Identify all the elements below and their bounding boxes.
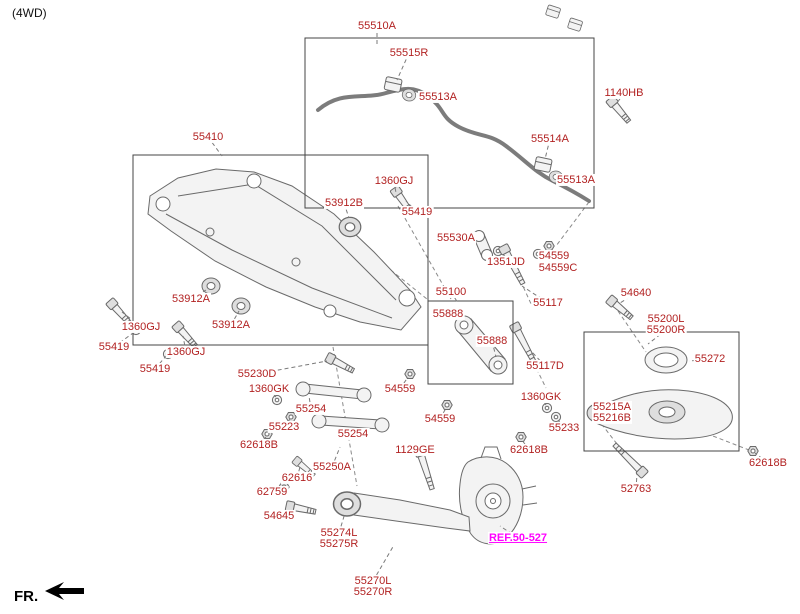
part-number-label[interactable]: 55233 bbox=[547, 421, 581, 435]
part-group-box bbox=[427, 300, 514, 385]
part-number-label[interactable]: 1360GK bbox=[519, 390, 563, 404]
part-number-label[interactable]: 62616 bbox=[280, 471, 314, 485]
part-number-label[interactable]: 62618B bbox=[748, 456, 788, 470]
part-number-label[interactable]: 1360GJ bbox=[120, 320, 162, 334]
part-number-label[interactable]: 54559 bbox=[383, 382, 417, 396]
part-number-label[interactable]: 55510A bbox=[357, 19, 397, 33]
part-number-label[interactable]: 55513A bbox=[556, 173, 596, 187]
fr-label: FR. bbox=[14, 588, 39, 605]
part-number-label[interactable]: 53912A bbox=[211, 318, 251, 332]
part-number-label[interactable]: 53912A bbox=[171, 292, 211, 306]
part-group-box bbox=[304, 37, 595, 209]
part-number-label[interactable]: 55410 bbox=[191, 130, 225, 144]
stabilizer-bar-art bbox=[316, 4, 591, 203]
leader-line bbox=[256, 360, 328, 375]
part-number-label[interactable]: 55513A bbox=[418, 90, 458, 104]
part-number-label[interactable]: 55272 bbox=[693, 352, 727, 366]
part-number-label[interactable]: 54640 bbox=[619, 286, 653, 300]
part-number-label[interactable]: 55515R bbox=[388, 46, 430, 60]
part-number-label[interactable]: 55254 bbox=[294, 402, 328, 416]
part-number-label[interactable]: 1140HB bbox=[603, 86, 645, 100]
upper-arm-rear-art bbox=[311, 413, 390, 433]
part-number-label[interactable]: 55250A bbox=[312, 460, 352, 474]
part-number-label[interactable]: 55200L bbox=[646, 312, 686, 326]
part-number-label[interactable]: 55530A bbox=[436, 231, 476, 245]
part-number-label[interactable]: 55419 bbox=[97, 340, 131, 354]
part-number-label[interactable]: 53912B bbox=[324, 196, 364, 210]
part-number-label[interactable]: 55270L bbox=[353, 574, 393, 588]
part-number-label[interactable]: 52763 bbox=[619, 482, 653, 496]
part-number-label[interactable]: 54645 bbox=[262, 509, 296, 523]
subframe-art bbox=[147, 168, 422, 331]
part-number-label[interactable]: 55275R bbox=[318, 537, 360, 551]
part-number-label[interactable]: 55216B bbox=[592, 411, 632, 425]
leader-line bbox=[396, 52, 410, 81]
fr-arrow-icon bbox=[45, 582, 84, 600]
leader-line bbox=[521, 285, 549, 304]
spring-pad-art bbox=[644, 346, 688, 374]
part-number-label[interactable]: 55888 bbox=[431, 307, 465, 321]
part-number-label[interactable]: 55100 bbox=[434, 285, 468, 299]
part-number-label[interactable]: 55117D bbox=[525, 359, 565, 373]
part-number-label[interactable]: 1360GJ bbox=[165, 345, 207, 359]
part-number-label[interactable]: 55223 bbox=[267, 420, 301, 434]
part-number-label[interactable]: 1129GE bbox=[394, 443, 436, 457]
part-number-label[interactable]: 55888 bbox=[475, 334, 509, 348]
part-number-label[interactable]: 55117 bbox=[532, 296, 564, 310]
part-number-label[interactable]: 55274L bbox=[319, 526, 359, 540]
fr-indicator: FR. bbox=[12, 580, 84, 608]
part-number-label[interactable]: 55419 bbox=[400, 205, 434, 219]
part-number-label[interactable]: 1360GJ bbox=[373, 174, 415, 188]
part-number-label[interactable]: 55215A bbox=[592, 400, 632, 414]
part-number-label[interactable]: 55270R bbox=[352, 585, 394, 599]
part-number-label[interactable]: 62759 bbox=[255, 485, 289, 499]
drivetrain-variant-label: (4WD) bbox=[12, 6, 47, 20]
part-group-box bbox=[132, 154, 429, 346]
part-number-label[interactable]: 55230D bbox=[236, 367, 278, 381]
part-number-label[interactable]: 1360GK bbox=[247, 382, 291, 396]
part-number-label[interactable]: 54559C bbox=[537, 261, 579, 275]
part-number-label[interactable]: 55514A bbox=[530, 132, 570, 146]
part-number-label[interactable]: 62618B bbox=[509, 443, 549, 457]
upper-arm-front-art bbox=[295, 381, 372, 403]
part-number-label[interactable]: 54559 bbox=[423, 412, 457, 426]
part-number-label[interactable]: 55200R bbox=[645, 323, 687, 337]
part-number-label[interactable]: 55419 bbox=[138, 362, 172, 376]
ref-link-label[interactable]: REF.50-527 bbox=[487, 531, 549, 545]
part-number-label[interactable]: 54559 bbox=[537, 249, 571, 263]
stabilizer-link-art bbox=[473, 230, 493, 261]
part-number-label[interactable]: 62618B bbox=[239, 438, 279, 452]
group-boxes bbox=[132, 37, 740, 452]
part-number-label[interactable]: 1351JD bbox=[486, 255, 526, 269]
trailing-arm-art bbox=[332, 491, 471, 532]
part-number-label[interactable]: 55254 bbox=[336, 427, 370, 441]
